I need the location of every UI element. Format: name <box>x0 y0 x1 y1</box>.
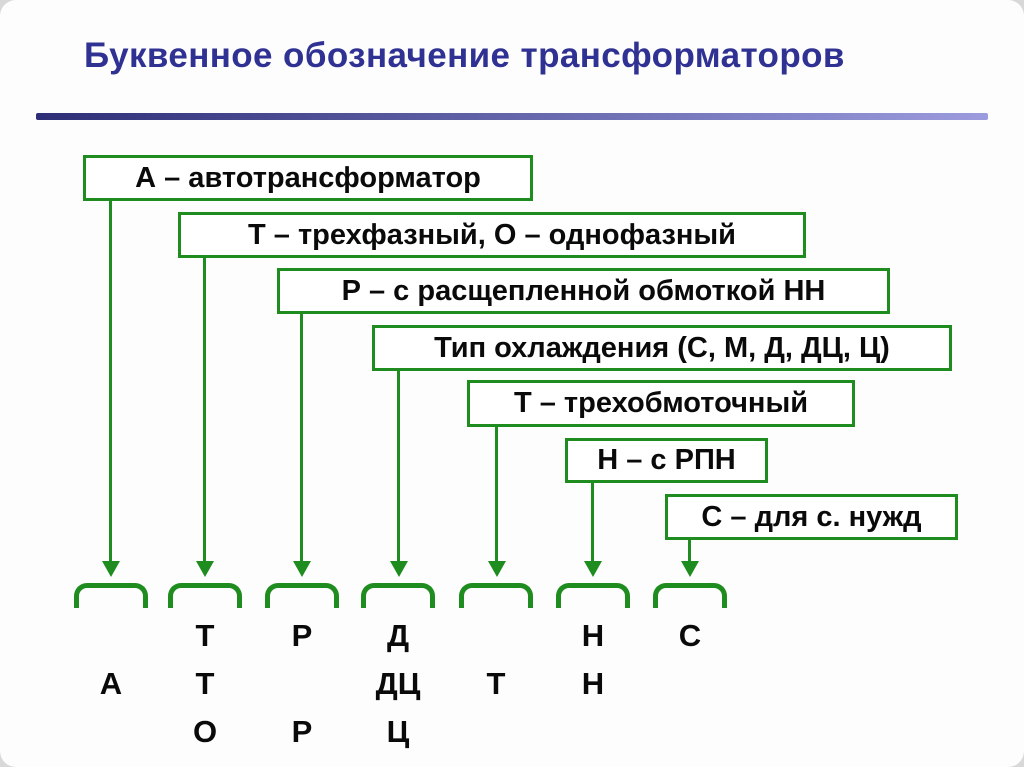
designation-letter <box>546 708 640 756</box>
letter-column-2: Т Т О <box>158 612 252 756</box>
position-bracket-7 <box>653 583 727 608</box>
arrow-down-1 <box>102 200 120 577</box>
legend-box-label: Т – трехобмоточный <box>513 387 809 419</box>
designation-letter: Н <box>581 666 605 701</box>
designation-letter: С <box>678 618 702 653</box>
designation-letter: Д <box>386 618 410 653</box>
designation-letter: Т <box>486 666 506 701</box>
arrow-stem <box>591 482 594 563</box>
designation-letter <box>64 612 158 660</box>
designation-letter: Т <box>195 618 215 653</box>
position-bracket-2 <box>168 583 242 608</box>
designation-letter: Ц <box>386 714 410 749</box>
position-bracket-4 <box>361 583 435 608</box>
designation-letter: А <box>99 666 123 701</box>
legend-box-label: Н – с РПН <box>597 444 736 476</box>
arrow-head-icon <box>681 561 699 577</box>
arrow-down-2 <box>196 257 214 577</box>
arrow-head-icon <box>102 561 120 577</box>
letter-column-5: Т <box>449 612 543 756</box>
position-bracket-1 <box>74 583 148 608</box>
arrow-down-4 <box>390 370 408 577</box>
designation-letter <box>449 612 543 660</box>
position-bracket-6 <box>556 583 630 608</box>
designation-letter <box>255 660 349 708</box>
page-title: Буквенное обозначение трансформаторов <box>84 36 845 75</box>
arrow-down-7 <box>681 539 699 577</box>
legend-box-label: А – автотрансформатор <box>135 161 481 194</box>
designation-letter: Р <box>291 618 313 653</box>
legend-box-own-needs: С – для с. нужд <box>665 494 958 540</box>
letter-column-6: Н Н <box>546 612 640 756</box>
position-bracket-3 <box>265 583 339 608</box>
arrow-head-icon <box>488 561 506 577</box>
arrow-stem <box>203 257 206 563</box>
letter-column-3: Р Р <box>255 612 349 756</box>
position-bracket-5 <box>459 583 533 608</box>
designation-letter <box>449 708 543 756</box>
designation-letter: О <box>192 714 218 749</box>
legend-box-rpn: Н – с РПН <box>565 438 768 483</box>
arrow-stem <box>688 539 691 563</box>
arrow-down-6 <box>584 482 602 577</box>
arrow-stem <box>109 200 112 563</box>
arrow-head-icon <box>293 561 311 577</box>
legend-box-split-winding: Р – с расщепленной обмоткой НН <box>277 268 890 314</box>
legend-box-autotransformer: А – автотрансформатор <box>83 155 533 201</box>
arrow-stem <box>495 426 498 563</box>
designation-letter <box>643 660 737 708</box>
legend-box-phases: Т – трехфазный, О – однофазный <box>178 212 806 258</box>
legend-box-label: Тип охлаждения (С, М, Д, ДЦ, Ц) <box>434 331 890 364</box>
letter-column-4: Д ДЦ Ц <box>351 612 445 756</box>
designation-letter: Н <box>581 618 605 653</box>
title-divider <box>36 113 988 120</box>
arrow-down-3 <box>293 313 311 577</box>
legend-box-cooling-type: Тип охлаждения (С, М, Д, ДЦ, Ц) <box>372 325 952 371</box>
arrow-stem <box>300 313 303 563</box>
arrow-stem <box>397 370 400 563</box>
legend-box-label: Т – трехфазный, О – однофазный <box>247 218 736 251</box>
designation-letter <box>64 708 158 756</box>
designation-letter <box>643 708 737 756</box>
designation-letter: ДЦ <box>375 666 421 701</box>
arrow-down-5 <box>488 426 506 577</box>
designation-letter: Т <box>195 666 215 701</box>
designation-letter: Р <box>291 714 313 749</box>
legend-box-label: Р – с расщепленной обмоткой НН <box>341 274 826 307</box>
arrow-head-icon <box>196 561 214 577</box>
legend-box-label: С – для с. нужд <box>701 500 922 533</box>
letter-column-1: А <box>64 612 158 756</box>
arrow-head-icon <box>390 561 408 577</box>
legend-box-three-winding: Т – трехобмоточный <box>467 380 855 427</box>
letter-column-7: С <box>643 612 737 756</box>
arrow-head-icon <box>584 561 602 577</box>
